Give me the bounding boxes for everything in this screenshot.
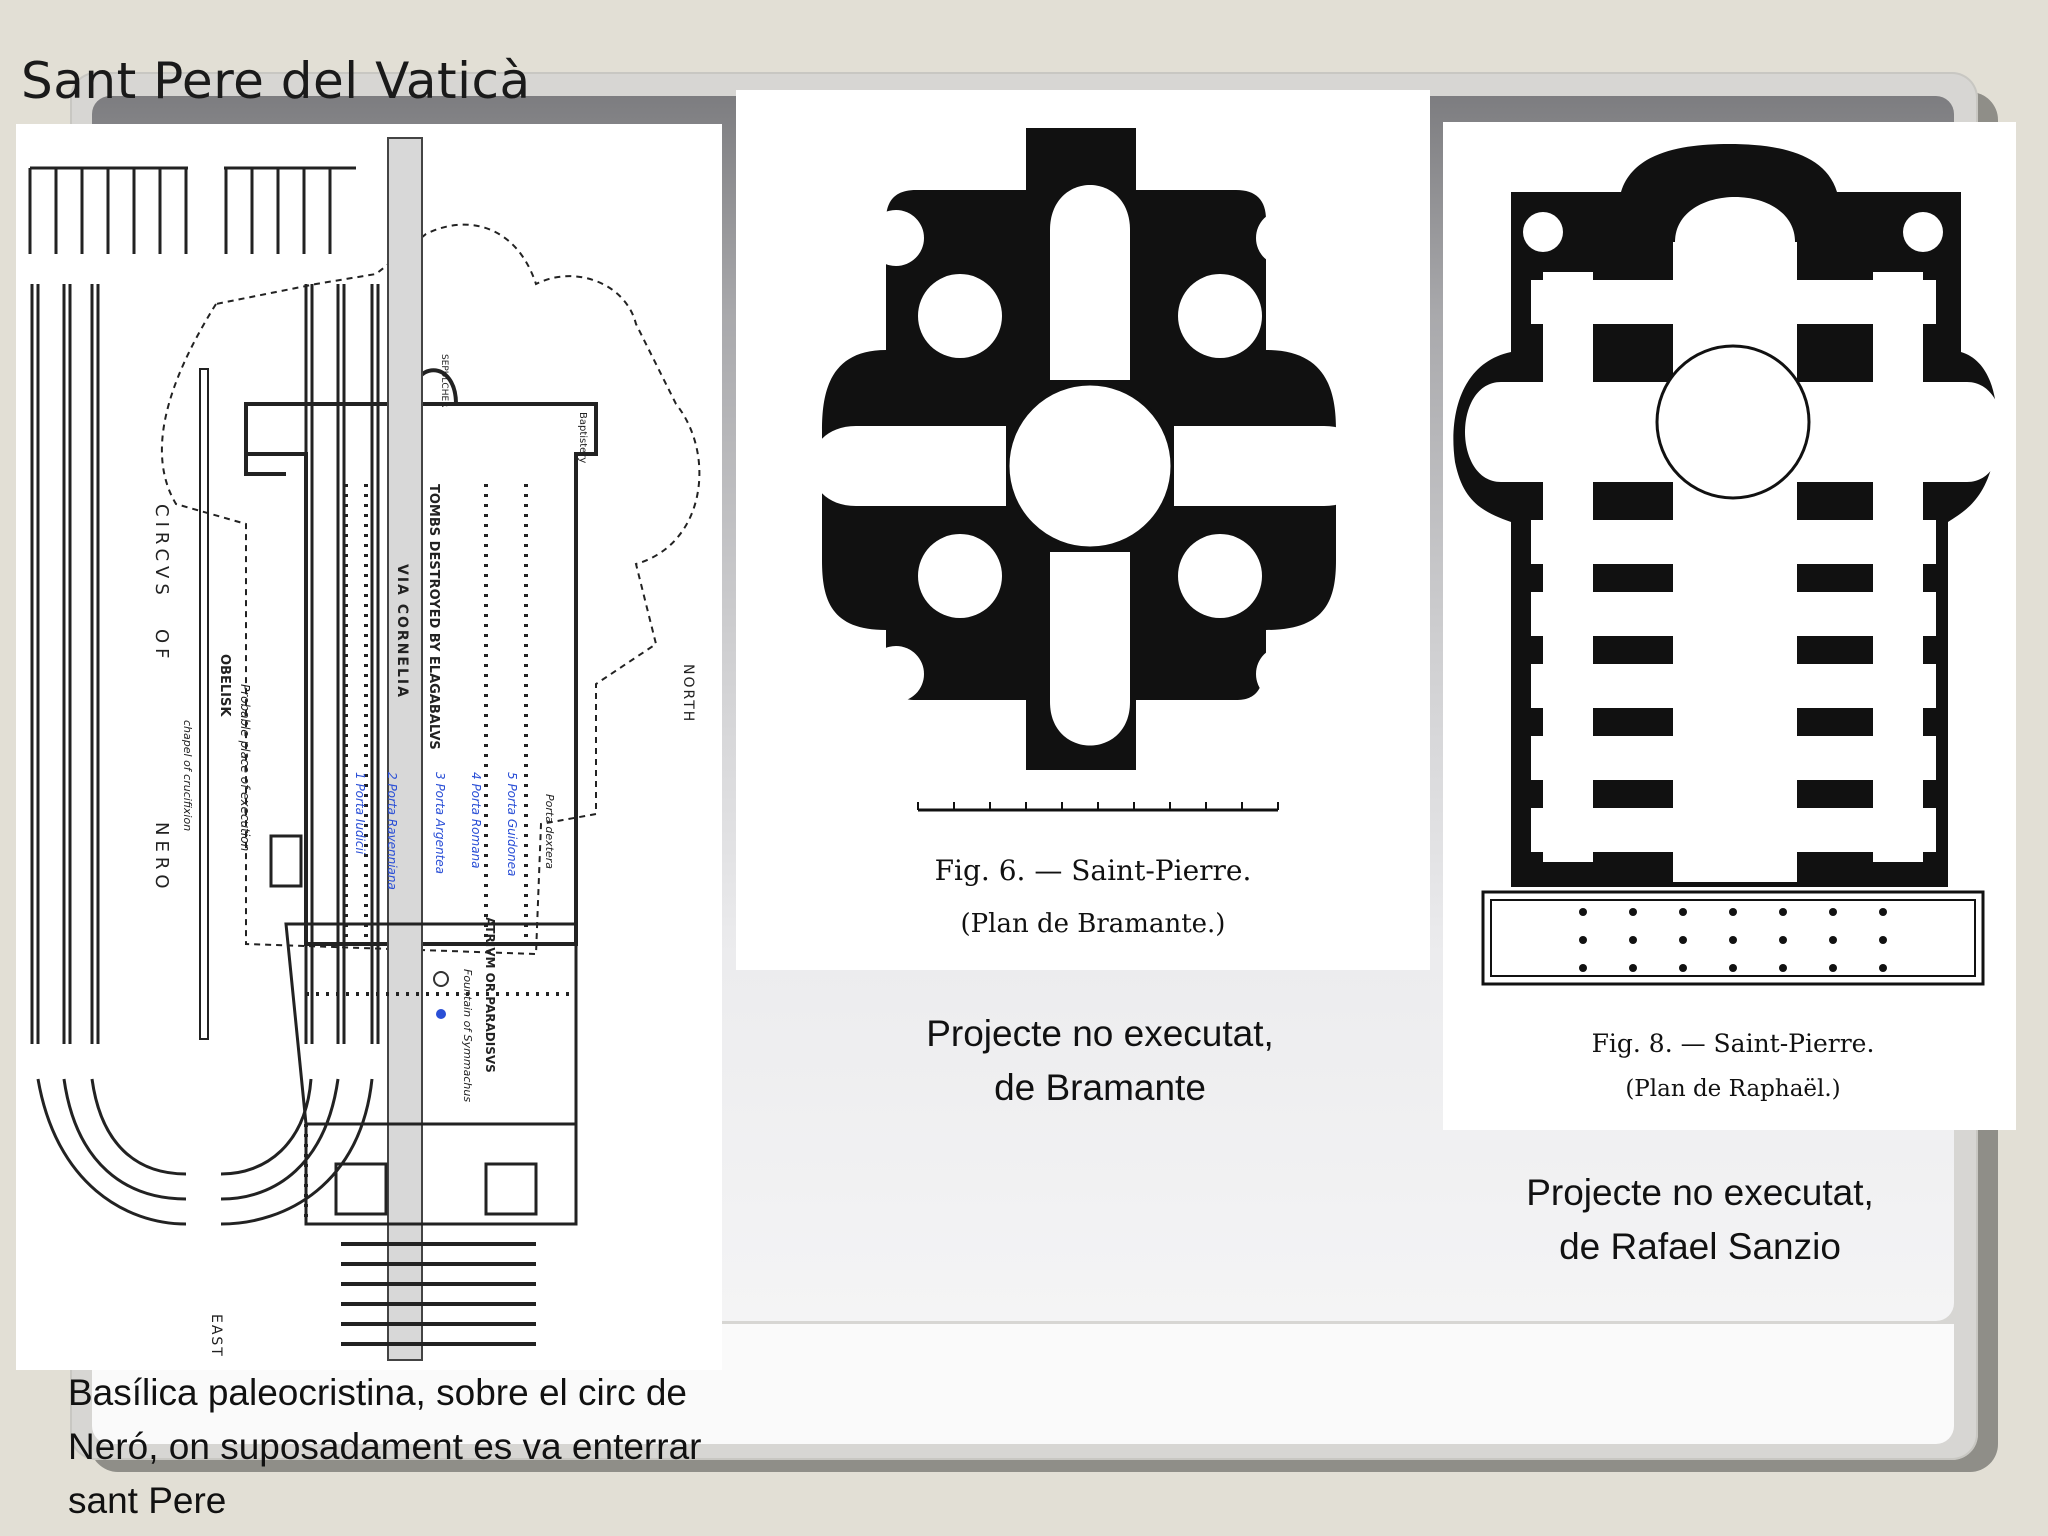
label-door-4: 4 Porta Romana: [469, 772, 483, 869]
raphael-caption-line2: de Rafael Sanzio: [1559, 1226, 1841, 1267]
label-chapel: chapel of crucifixion: [181, 720, 194, 831]
raphael-caption: Projecte no executat, de Rafael Sanzio: [1460, 1166, 1940, 1274]
label-door-2: 2 Porta Ravenniana: [385, 772, 399, 890]
bramante-fig-title: Fig. 6. — Saint-Pierre.: [935, 854, 1252, 887]
fountain-icon: [433, 971, 449, 987]
label-of: OF: [151, 629, 172, 664]
label-atrium: ATRIVM OR PARADISVS: [483, 917, 497, 1073]
label-door-1: 1 Porta Iudicii: [353, 772, 367, 855]
raphael-fig-subtitle: (Plan de Raphaël.): [1625, 1076, 1840, 1102]
label-tombs: TOMBS DESTROYED BY ELAGABALVS: [426, 484, 441, 750]
label-probable-place: Probable place of execution: [238, 684, 252, 851]
basilica-plan-drawing: CIRCVS OF NERO OBELISK Probable place of…: [28, 137, 701, 1361]
bramante-caption-line2: de Bramante: [994, 1067, 1206, 1108]
label-north: NORTH: [680, 664, 696, 723]
bramante-plan-panel: Fig. 6. — Saint-Pierre. (Plan de Bramant…: [736, 90, 1430, 970]
label-door-5: 5 Porta Guidonea: [505, 772, 519, 876]
bramante-plan-drawing: Fig. 6. — Saint-Pierre. (Plan de Bramant…: [811, 128, 1369, 939]
basilica-plan-panel: CIRCVS OF NERO OBELISK Probable place of…: [16, 124, 722, 1370]
label-via-cornelia: VIA CORNELIA: [394, 564, 410, 699]
label-nero: NERO: [151, 822, 172, 894]
bramante-caption-line1: Projecte no executat,: [926, 1013, 1274, 1054]
label-door-3: 3 Porta Argentea: [433, 772, 447, 874]
raphael-caption-line1: Projecte no executat,: [1526, 1172, 1874, 1213]
label-porta-dextera: Porta dextera: [543, 794, 556, 869]
label-circus: CIRCVS: [151, 504, 172, 600]
label-fountain: Fountain of Symmachus: [461, 969, 474, 1102]
label-baptistery: Baptistery: [577, 412, 588, 463]
raphael-fig-title: Fig. 8. — Saint-Pierre.: [1592, 1029, 1875, 1058]
basilica-caption: Basílica paleocristina, sobre el circ de…: [68, 1372, 702, 1521]
label-sepulcher: SEPULCHER: [439, 354, 449, 407]
bramante-fig-subtitle: (Plan de Bramante.): [961, 909, 1226, 939]
label-obelisk: OBELISK: [217, 654, 232, 717]
bramante-caption: Projecte no executat, de Bramante: [860, 1007, 1340, 1115]
raphael-plan-drawing: Fig. 8. — Saint-Pierre. (Plan de Raphaël…: [1453, 144, 2003, 1102]
label-east: EAST: [208, 1314, 224, 1358]
slide-title: Sant Pere del Vaticà: [21, 52, 531, 110]
raphael-plan-panel: Fig. 8. — Saint-Pierre. (Plan de Raphaël…: [1443, 122, 2016, 1130]
